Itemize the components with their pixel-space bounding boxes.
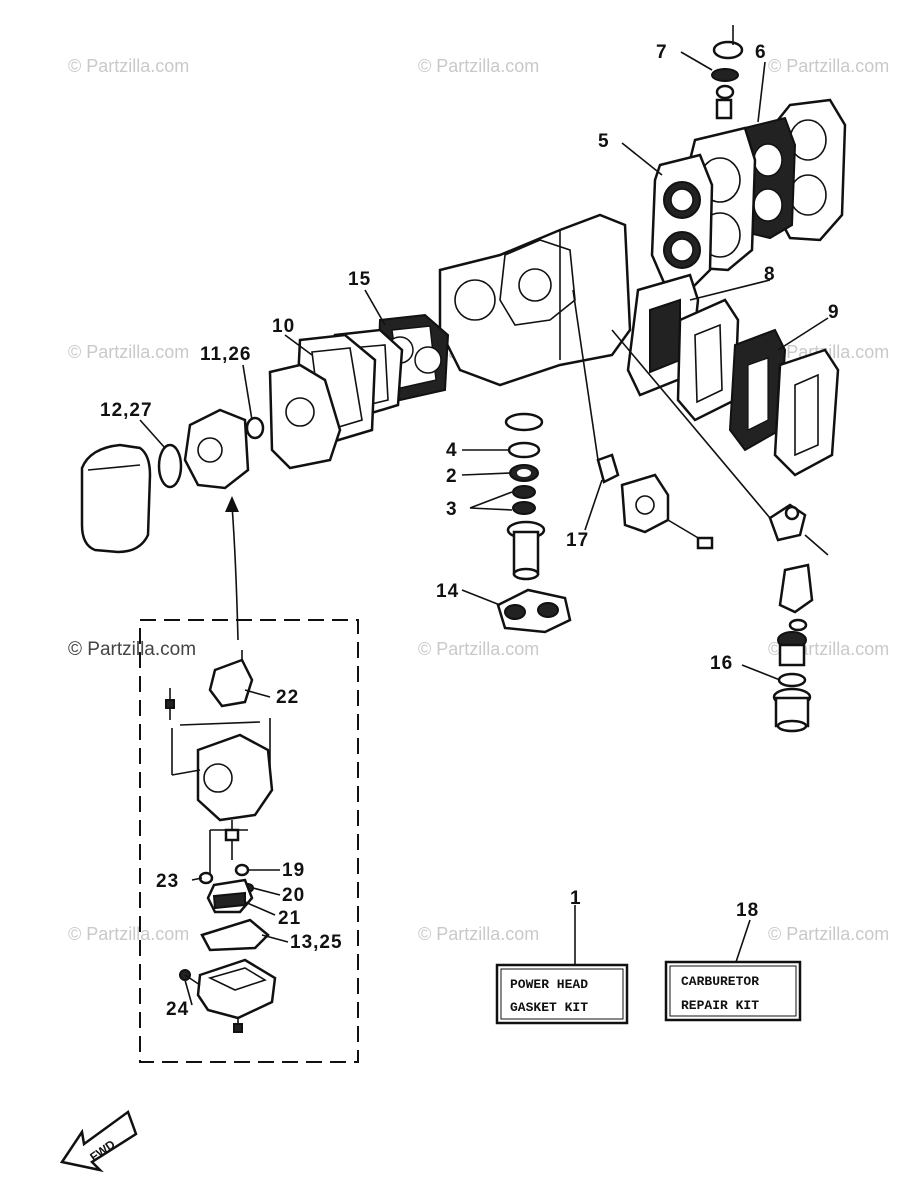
assembly-arrow [231, 504, 239, 641]
throttle-screw [165, 688, 175, 720]
carburetor-body [171, 718, 274, 822]
drain-screw-24 [179, 969, 201, 986]
watermark: © Partzilla.com [68, 56, 189, 76]
callout-12-27: 12,27 [100, 400, 153, 421]
watermark: © Partzilla.com [418, 639, 539, 659]
watermark: © Partzilla.com [768, 342, 889, 362]
exhaust-outer-cover [773, 348, 840, 477]
jet-assembly [209, 820, 248, 880]
cylinder-block [438, 213, 632, 387]
callout-4: 4 [446, 440, 458, 461]
float-pin-19 [234, 863, 250, 877]
exhaust-gasket-9 [728, 328, 787, 452]
kit-label-line2: REPAIR KIT [681, 998, 759, 1013]
callout-5: 5 [598, 131, 610, 152]
callout-23: 23 [156, 871, 179, 892]
carburetor-assembly-box [139, 619, 359, 1063]
o-ring-4 [507, 441, 541, 459]
callout-17: 17 [566, 530, 589, 551]
oil-seal-2 [509, 464, 539, 482]
leader-lines [139, 51, 829, 1006]
callout-20: 20 [282, 885, 305, 906]
intake-manifold [268, 363, 342, 470]
power-head-gasket-kit-box: POWER HEAD GASKET KIT [495, 963, 629, 1025]
fuel-pump-gasket-17 [596, 453, 620, 484]
o-ring-12-27 [157, 443, 183, 489]
carburetor-top [183, 408, 250, 490]
o-ring-11-26 [245, 416, 265, 440]
callout-8: 8 [764, 264, 776, 285]
fuel-filter-cup [772, 687, 812, 733]
head-gasket-5 [650, 153, 714, 292]
kit-label-line1: POWER HEAD [510, 977, 588, 992]
lower-bearing-housing [506, 520, 546, 581]
fuel-filter-bracket [768, 503, 829, 556]
callout-7: 7 [656, 42, 668, 63]
air-silencer [80, 443, 152, 554]
callout-14: 14 [436, 581, 459, 602]
float-chamber [196, 958, 277, 1033]
callout-24: 24 [166, 999, 189, 1020]
fuel-filter [777, 563, 814, 667]
callout-19: 19 [282, 860, 305, 881]
watermark: © Partzilla.com [418, 56, 539, 76]
callout-15: 15 [348, 269, 371, 290]
washer [504, 412, 544, 432]
carburetor-cover-22 [208, 650, 254, 708]
callout-1: 1 [570, 888, 582, 909]
thermostat-cover-7 [711, 25, 744, 120]
callout-11-26: 11,26 [200, 344, 252, 365]
leader-line [611, 329, 771, 519]
callout-13-25: 13,25 [290, 932, 343, 953]
fuel-pump [620, 473, 714, 550]
callout-6: 6 [755, 42, 767, 63]
watermark: © Partzilla.com [68, 924, 189, 944]
float-21 [206, 878, 254, 914]
watermark: © Partzilla.com [68, 342, 189, 362]
watermark: © Partzilla.com [768, 924, 889, 944]
watermark: © Partzilla.com [418, 924, 539, 944]
exhaust-cover-inner [676, 298, 740, 422]
oil-seal-3 [512, 485, 536, 515]
watermark: © Partzilla.com [68, 639, 196, 660]
o-ring-16 [777, 672, 807, 688]
carburetor-repair-kit-box: CARBURETOR REPAIR KIT [664, 960, 802, 1022]
leader-line [572, 289, 599, 461]
callout-21: 21 [278, 908, 301, 929]
callout-16: 16 [710, 653, 733, 674]
callout-9: 9 [828, 302, 840, 323]
callout-3: 3 [446, 499, 458, 520]
callout-22: 22 [276, 687, 299, 708]
kit-label-line1: CARBURETOR [681, 974, 759, 989]
callout-18: 18 [736, 900, 759, 921]
fwd-arrow-icon: FWD [59, 1110, 138, 1173]
callout-2: 2 [446, 466, 458, 487]
watermark: © Partzilla.com [768, 56, 889, 76]
crankcase-gasket-14 [496, 588, 572, 634]
callout-10: 10 [272, 316, 295, 337]
float-chamber-gasket-13-25 [200, 918, 270, 952]
kit-label-line2: GASKET KIT [510, 1000, 588, 1015]
